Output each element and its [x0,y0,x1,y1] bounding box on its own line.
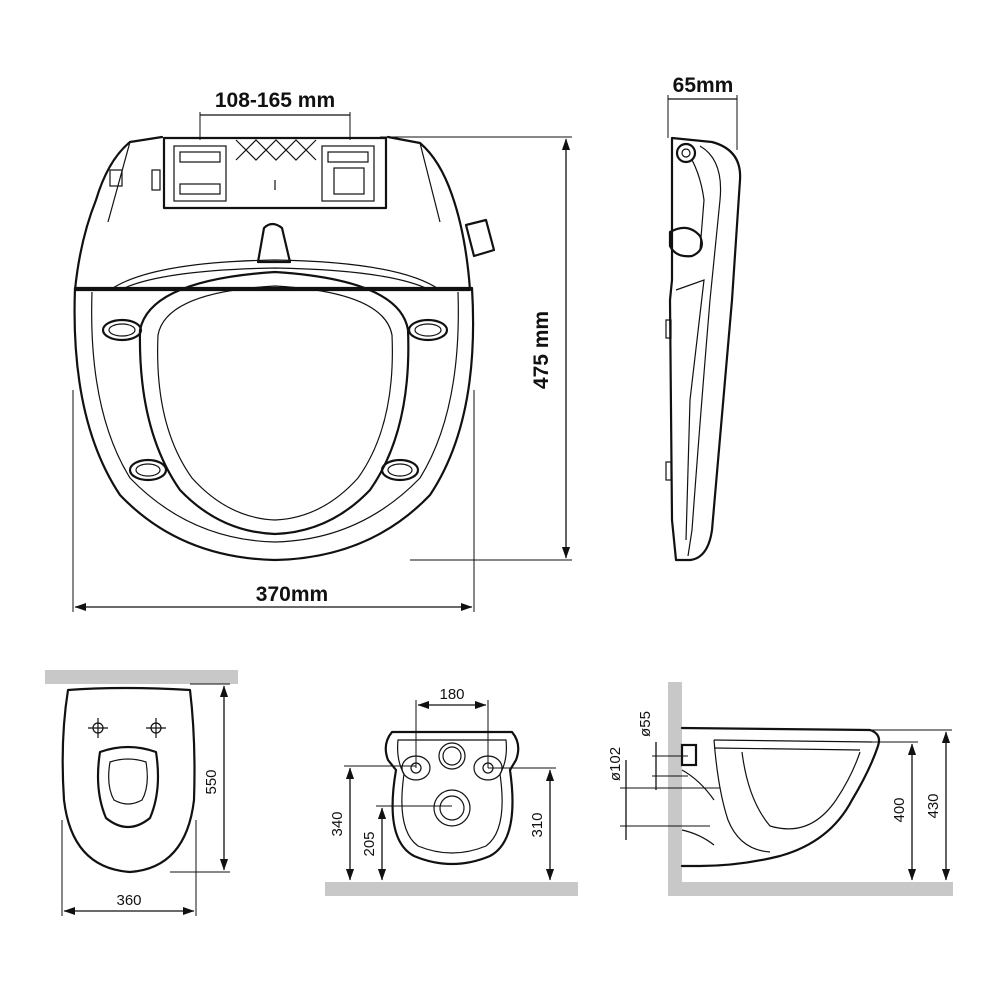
bowl-opening-top [96,745,160,829]
wall [45,670,238,684]
bowl-outline-back [384,730,520,866]
bolt-height-label: 340 [329,811,346,836]
hinge-range-label: 108-165 mm [215,89,335,112]
seat-bumper [407,318,449,342]
seat-cover-body [73,135,472,292]
thickness-label: 65mm [673,74,734,97]
bolt-spacing-label: 180 [439,686,464,703]
inlet-diameter-label: ø55 [637,711,654,737]
seat-bumper [101,318,143,342]
outlet-diameter-label: ø102 [607,747,624,781]
bowl-back-view: 180 340 205 310 [325,686,578,896]
inlet-height-label: 310 [529,812,546,837]
center-clip [256,222,292,264]
seat-front-view: 108-165 mm 475 mm 370mm [72,89,572,612]
seat-bumper [380,458,420,482]
total-height-label: 430 [925,793,942,818]
side-floor [668,882,953,896]
hinge-knob [675,142,697,164]
seat-side-profile [668,136,742,562]
side-button [464,218,496,258]
rim-height-label: 400 [891,797,908,822]
bowl-length-label: 550 [203,769,220,794]
hinge-block [162,136,388,210]
seat-outer-ring [73,286,475,562]
side-wall [668,682,682,896]
width-label: 370mm [256,583,328,606]
outlet-height-label: 205 [361,831,378,856]
bowl-profile-side [680,726,881,868]
outlet-hole [433,789,471,827]
bowl-top-view: 550 360 [45,670,238,916]
seat-side-view: 65mm [665,74,742,562]
bowl-width-label: 360 [116,892,141,909]
inlet-pipe [680,743,698,767]
seat-opening [138,270,410,536]
seat-bumper [128,458,168,482]
bowl-side-view: 400 430 ø55 ø102 [607,682,953,896]
height-label: 475 mm [530,311,553,389]
bowl-outline-top [61,686,196,874]
floor [325,882,578,896]
